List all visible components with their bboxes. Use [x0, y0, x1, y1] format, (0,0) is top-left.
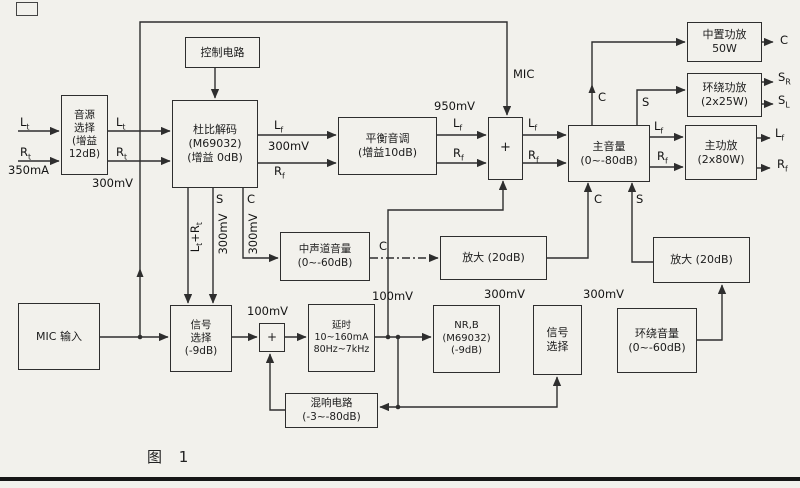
scan-artifact-box: [16, 2, 38, 16]
label-balance-out-level: 950mV: [434, 99, 476, 113]
block-center-volume: 中声道音量 (0~-60dB): [280, 232, 370, 281]
label-c-decoder-level: 300mV: [246, 213, 260, 255]
label-lf-main-out: Lf: [775, 126, 785, 143]
label-mic-feed: MIC: [513, 67, 535, 81]
label-s-decoder: S: [216, 192, 224, 206]
label-rf-main-out: Rf: [777, 157, 788, 174]
label-sl-output: SL: [778, 93, 790, 110]
block-mic-input: MIC 输入: [18, 303, 100, 370]
block-surround-amp: 环绕功放 (2x25W): [687, 73, 762, 117]
label-lt-input: Lt: [20, 115, 30, 132]
block-delay: 延时 10~160mA 80Hz~7kHz: [308, 304, 375, 372]
junction-dots: [137, 334, 401, 410]
label-lf-adder-out: Lf: [528, 116, 538, 133]
label-rt-input: Rt: [20, 145, 32, 162]
block-control-circuit: 控制电路: [185, 37, 260, 68]
label-mic-mix-level: 100mV: [247, 304, 289, 318]
block-center-amp: 中置功放 50W: [687, 22, 762, 62]
label-rt-source-out: Rt: [116, 145, 128, 162]
block-main-amp: 主功放 (2x80W): [685, 125, 757, 180]
label-lf-volume-out: Lf: [654, 119, 664, 136]
label-s-to-surround-amp: S: [642, 95, 650, 109]
block-signal-select-surround: 信号 选择: [533, 305, 582, 375]
page-edge-bar: [0, 477, 800, 481]
label-lf-balance-out: Lf: [453, 116, 463, 133]
label-select-out-level: 300mV: [583, 287, 625, 301]
label-s-from-amp: S: [636, 192, 644, 206]
label-c-to-center-amp: C: [598, 90, 607, 104]
label-c-decoder: C: [247, 192, 256, 206]
block-signal-select-mic: 信号 选择 (-9dB): [170, 305, 232, 372]
block-main-volume: 主音量 (0~-80dB): [568, 125, 650, 182]
block-center-gain-amp: 放大 (20dB): [440, 236, 547, 280]
label-rf-decoder-out: Rf: [274, 164, 285, 181]
block-main-adder: +: [488, 117, 523, 180]
label-delay-out-level: 100mV: [372, 289, 414, 303]
block-surround-gain-amp: 放大 (20dB): [653, 237, 750, 283]
block-reverb: 混响电路 (-3~-80dB): [285, 393, 378, 428]
block-source-select: 音源 选择 (增益 12dB): [61, 95, 108, 175]
signal-lines: [18, 21, 774, 412]
label-rf-adder-out: Rf: [528, 148, 539, 165]
label-c-dashed: C: [379, 239, 388, 253]
label-c-output: C: [780, 33, 789, 47]
label-source-out-level: 300mV: [92, 176, 134, 190]
block-dolby-decoder: 杜比解码 (M69032) (增益 0dB): [172, 100, 258, 188]
label-input-level: 350mA: [8, 163, 50, 177]
figure-caption: 图 1: [147, 448, 195, 466]
label-s-decoder-level: 300mV: [216, 213, 230, 255]
block-nr-b: NR,B (M69032) (-9dB): [433, 305, 500, 373]
label-lt-rt-sum: Lt+Rt: [187, 222, 205, 253]
direction-arrows: [136, 84, 596, 277]
label-lf-decoder-out: Lf: [274, 118, 284, 135]
label-c-from-amp: C: [594, 192, 603, 206]
label-decoder-out-level: 300mV: [268, 139, 310, 153]
block-surround-volume: 环绕音量 (0~-60dB): [617, 308, 697, 373]
label-rf-volume-out: Rf: [657, 149, 668, 166]
label-sr-output: SR: [778, 70, 791, 87]
block-balance-tone: 平衡音调 (增益10dB): [338, 117, 437, 175]
label-rf-balance-out: Rf: [453, 146, 464, 163]
block-mic-adder: +: [259, 323, 285, 352]
label-lt-source-out: Lt: [116, 115, 126, 132]
label-nr-out-level: 300mV: [484, 287, 526, 301]
